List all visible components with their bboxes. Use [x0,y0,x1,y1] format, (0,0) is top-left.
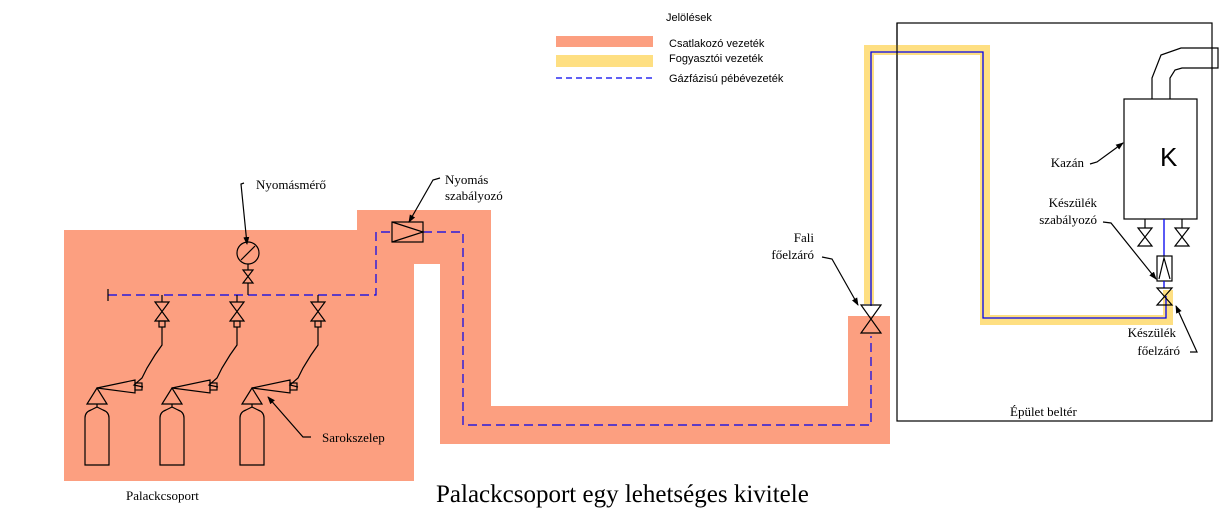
label-pressure-gauge: Nyomásmérő [256,177,326,192]
hose [132,327,163,388]
building-outline [896,22,1213,422]
cylinder-group-area [64,230,414,481]
wall-shutoff-valve-icon [859,304,883,334]
gas-phase-line [108,231,872,426]
device-shutoff-valve-icon [1155,287,1174,306]
legend-label-connecting: Csatlakozó vezeték [669,38,765,50]
boiler-valve-left-icon [1136,227,1154,247]
label-pressure-regulator-1: Nyomás [445,172,488,187]
consumer-pipe [864,45,1173,325]
legend-swatch-connecting [556,36,653,47]
device-regulator [1156,255,1173,288]
gas-cylinder-icon [159,406,185,466]
cylinder-branch [239,295,327,466]
leader-lines [240,142,1198,438]
branch-valve-icon [309,301,327,322]
boiler-valve-right-icon [1173,227,1191,247]
hose [207,327,238,388]
branch-valve-icon [153,301,171,322]
leader-pressure-regulator [408,177,441,223]
leader-pressure-gauge [240,182,250,245]
gas-cylinder-icon [84,406,110,466]
flue-pipe [1151,47,1219,99]
pressure-regulator [391,221,425,243]
boiler-body [1123,98,1198,220]
leader-device-shutoff [1175,305,1198,353]
gauge-needle [240,245,256,261]
label-building-interior: Épület beltér [1010,404,1077,419]
legend-label-consumer: Fogyasztói vezeték [669,53,764,65]
branch-valve-icon [228,301,246,322]
corner-valve-icon [251,379,291,394]
corner-valve-icon [96,379,136,394]
regulator-bridge [414,230,440,264]
cylinder-branches [84,295,327,466]
cylinder-branch [159,295,246,466]
label-device-shutoff-2: főelzáró [1137,343,1180,358]
label-device-regulator-2: szabályozó [1039,212,1097,227]
label-device-regulator-1: Készülék [1049,195,1098,210]
corner-valve-icon [171,379,211,394]
legend-title: Jelölések [666,12,712,24]
device-shutoff-valve [1155,287,1174,306]
leader-wall-shutoff [821,256,859,306]
pipe-left-leg [440,210,491,444]
leader-boiler [1089,142,1124,165]
legend-swatch-consumer [556,55,653,67]
legend: Jelölések Csatlakozó vezeték Fogyasztói … [556,12,784,85]
label-boiler: Kazán [1051,155,1085,170]
label-cylinder-group: Palackcsoport [126,488,199,503]
label-device-shutoff-1: Készülék [1128,325,1177,340]
legend-label-gas: Gázfázisú pébévezeték [669,73,784,85]
label-corner-valve: Sarokszelep [322,430,385,445]
supply-line [423,231,872,426]
cylinder-branch [84,295,171,466]
device-regulator-triangle [1158,255,1171,280]
gas-cylinder-icon [239,406,265,466]
label-pressure-regulator-2: szabályozó [445,188,503,203]
pipe-right-leg [848,316,890,444]
leader-corner-valve [267,396,311,438]
gauge-valve-icon [241,269,255,284]
consumer-gas-line [870,51,1167,319]
notch [414,264,440,481]
connecting-pipe-area [64,210,890,481]
leader-device-regulator [1102,221,1157,280]
boiler-letter: K [1160,142,1178,172]
label-wall-shutoff-2: főelzáró [771,247,814,262]
labels: Nyomásmérő Nyomás szabályozó Sarokszelep… [126,155,1180,503]
wall-shutoff-valve [859,304,883,334]
manifold-line [108,231,392,296]
regulator-triangle [391,221,425,243]
consumer-pipe-path [864,45,1173,325]
boiler: K [1123,47,1219,256]
diagram-title: Palackcsoport egy lehetséges kivitele [436,481,809,508]
label-wall-shutoff-1: Fali [794,230,815,245]
